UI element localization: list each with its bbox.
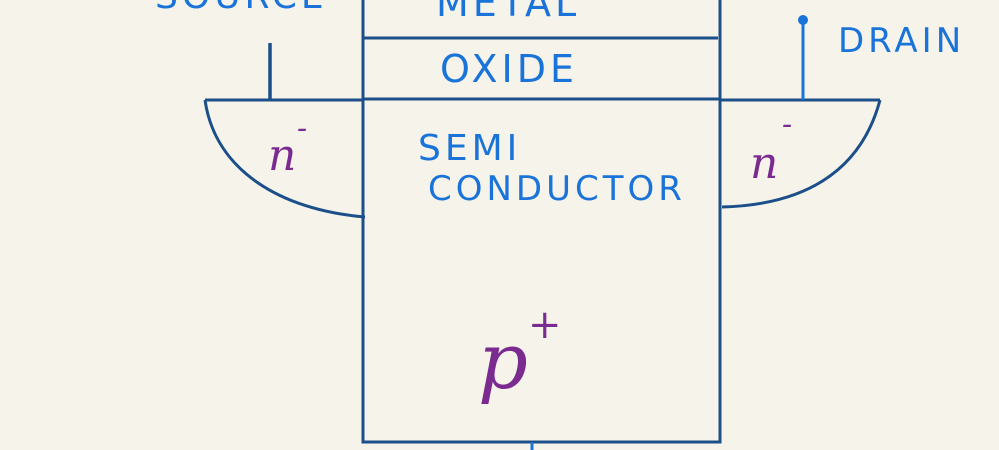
- source-n-well: [203, 98, 366, 219]
- metal-label: METAL: [436, 0, 580, 25]
- source-doping-sup: -: [297, 111, 307, 146]
- semiconductor-body: [361, 0, 722, 444]
- drain-terminal-dot: [798, 15, 808, 25]
- source-label: SOURCE: [155, 0, 328, 17]
- source-doping-label: n: [268, 130, 296, 181]
- body-doping-label: p: [478, 317, 528, 407]
- semiconductor-label-line1: SEMI: [418, 128, 521, 169]
- drain-doping-label: n: [750, 138, 778, 189]
- drain-doping-sup: -: [782, 107, 792, 142]
- semiconductor-label-line2: CONDUCTOR: [428, 169, 686, 209]
- body-doping-sup: +: [528, 302, 562, 348]
- drain-n-well: [720, 98, 882, 209]
- oxide-label: OXIDE: [440, 47, 578, 91]
- drain-label: DRAIN: [838, 21, 965, 61]
